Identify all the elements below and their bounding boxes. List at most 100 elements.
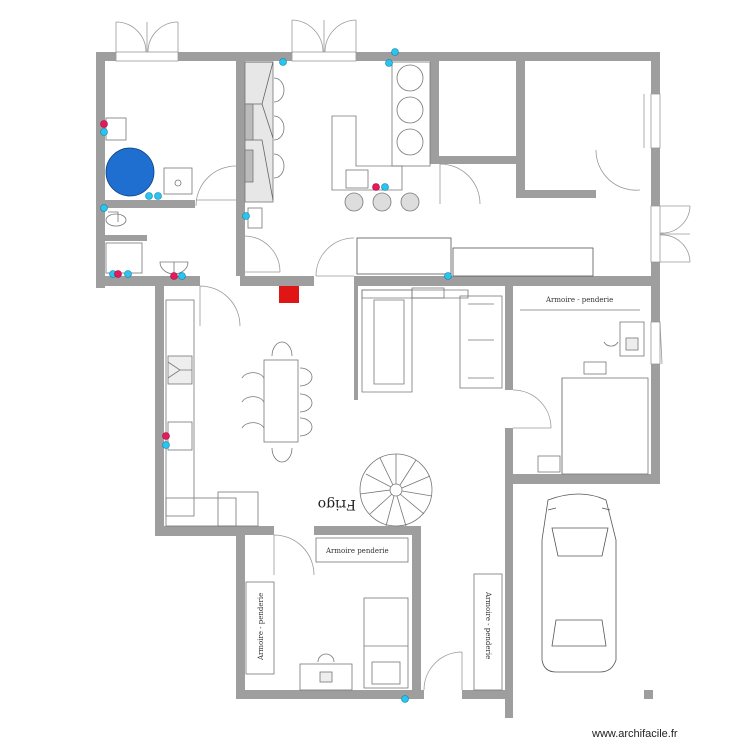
wall: [236, 526, 274, 535]
stool: [372, 192, 392, 212]
sink: [247, 207, 263, 229]
cabinet: [452, 247, 594, 277]
outlet-icon: [178, 272, 186, 280]
double-door: [291, 19, 357, 62]
wall: [651, 262, 660, 288]
wardrobe-label: Armoire - penderie: [257, 593, 265, 661]
door-swing: [195, 165, 237, 207]
outlet-icon: [145, 192, 153, 200]
counter: [165, 299, 195, 517]
walls: [96, 52, 660, 718]
wall: [430, 156, 516, 164]
hood: [167, 361, 192, 379]
outlet-icon: [242, 212, 250, 220]
cabinet: [244, 103, 254, 141]
wall: [354, 276, 358, 400]
heater: [279, 286, 299, 303]
wall: [236, 526, 245, 698]
stool: [396, 128, 424, 156]
outlet-icon: [100, 204, 108, 212]
desk: [299, 663, 353, 691]
watermark-text: www.archifacile.fr: [592, 728, 678, 740]
chair: [317, 653, 335, 663]
wardrobe-label: Armoire - penderie: [484, 591, 492, 659]
living: [359, 287, 503, 527]
door-swing: [595, 149, 641, 191]
outlets: [100, 48, 452, 703]
double-door: [115, 21, 179, 62]
bedroom-right: [520, 309, 649, 475]
fridge-label: Frigo: [318, 496, 356, 512]
outlet-icon: [401, 695, 409, 703]
wardrobe: [245, 581, 275, 675]
kitchen-upper: [244, 61, 431, 212]
sink: [167, 421, 193, 451]
bathroom-fixtures: [105, 117, 263, 275]
kitchen: [165, 299, 313, 527]
cabinet: [244, 149, 254, 183]
switch-icon: [114, 270, 122, 278]
chair: [241, 372, 265, 429]
door-swing: [244, 235, 281, 273]
wall: [105, 235, 147, 241]
sofa: [361, 289, 413, 393]
door-swing: [199, 285, 241, 327]
wall: [314, 526, 420, 535]
outlet-icon: [100, 128, 108, 136]
counter: [331, 115, 403, 191]
wall: [505, 286, 513, 390]
chair: [603, 341, 619, 347]
wall: [155, 526, 239, 536]
outlet-icon: [162, 441, 170, 449]
wall: [105, 200, 195, 208]
chair: [271, 341, 293, 463]
cabinet: [356, 237, 452, 275]
double-door: [650, 205, 691, 263]
wall: [462, 690, 513, 699]
counter: [165, 497, 237, 527]
dining-table: [263, 359, 299, 443]
wall: [236, 200, 245, 208]
wall: [516, 52, 525, 196]
tv-unit: [411, 287, 445, 299]
corridor-cabinets: [356, 237, 594, 277]
desk-lamp: [319, 671, 333, 683]
wall: [505, 474, 660, 484]
fridge: [217, 491, 259, 527]
bedroom-lower: [245, 537, 503, 691]
stove: [345, 169, 369, 189]
wall: [178, 52, 292, 61]
window: [650, 321, 663, 365]
outlet-icon: [154, 192, 162, 200]
wall: [430, 52, 439, 162]
wall: [236, 52, 245, 276]
stool: [396, 96, 424, 124]
wardrobe-label: Armoire - penderie: [545, 296, 613, 304]
wall: [354, 276, 660, 286]
sofa: [361, 289, 469, 299]
door-swing: [512, 389, 552, 429]
wall: [96, 52, 105, 288]
door-swing: [315, 237, 355, 277]
wall: [505, 428, 513, 718]
wall: [236, 690, 424, 699]
wall: [651, 364, 660, 484]
bathtub: [105, 147, 155, 197]
bed: [363, 597, 409, 689]
wall: [651, 148, 660, 206]
wall: [240, 276, 314, 286]
wardrobe-label: Armoire penderie: [325, 547, 389, 555]
wall: [651, 286, 660, 322]
chair: [273, 77, 285, 179]
switches: [100, 120, 380, 440]
door-swing: [423, 651, 463, 691]
wall: [155, 276, 164, 536]
counter: [391, 61, 431, 167]
outlet-icon: [385, 59, 393, 67]
car: [541, 493, 617, 673]
desk-lamp: [625, 337, 639, 351]
outlet-icon: [391, 48, 399, 56]
door-swing: [273, 534, 315, 576]
doors: [115, 19, 691, 691]
